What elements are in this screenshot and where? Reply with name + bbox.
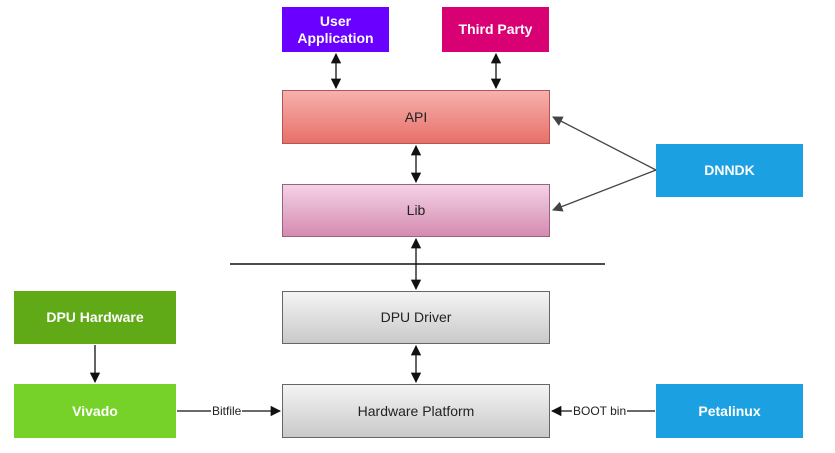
petalinux-node: Petalinux [656,384,803,438]
edge-dnndk-api [552,116,657,171]
bitfile-edge-label: Bitfile [211,404,243,418]
lib-node: Lib [282,184,550,237]
dpu-driver-node: DPU Driver [282,291,550,344]
edge-dnndk-lib [552,169,657,212]
dnndk-node: DNNDK [656,144,803,197]
api-node: API [282,90,550,144]
vivado-node: Vivado [14,384,176,438]
hardware-platform-node: Hardware Platform [282,384,550,438]
boot-bin-edge-label: BOOT bin [572,404,628,418]
user-application-node: User Application [282,7,389,52]
dpu-hardware-node: DPU Hardware [14,291,176,344]
third-party-node: Third Party [442,7,549,52]
